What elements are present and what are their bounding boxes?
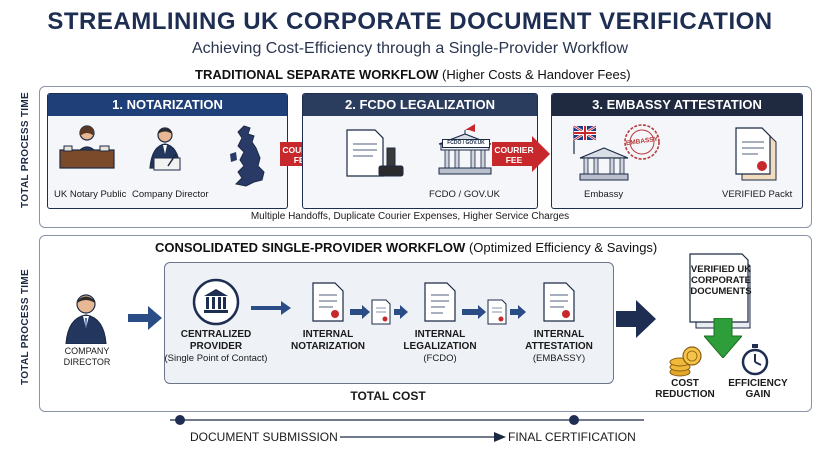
traditional-footer-note: Multiple Handoffs, Duplicate Courier Exp… <box>250 211 570 222</box>
courier-fee-arrow-1-line1: COURIER <box>280 145 324 155</box>
efficiency-gain-line1: EFFICIENCY <box>728 378 788 389</box>
provider-to-notarization-arrow <box>251 301 291 315</box>
cost-reduction-line2: REDUCTION <box>655 389 715 400</box>
consolidated-frame <box>39 235 812 412</box>
internal-notarization-label: INTERNAL NOTARIZATION <box>278 329 378 353</box>
timeline-start-label: DOCUMENT SUBMISSION <box>190 430 338 444</box>
attestation-document-icon <box>543 282 575 322</box>
legalization-to-attestation-arrow <box>462 299 526 325</box>
consolidated-time-label: TOTAL PROCESS TIME <box>20 269 31 385</box>
traditional-heading-title: TRADITIONAL SEPARATE WORKFLOW <box>195 67 439 82</box>
director-signing-icon <box>149 127 181 171</box>
internal-attestation-line2: ATTESTATION <box>525 341 593 352</box>
internal-legalization-note: (FCDO) <box>423 353 457 364</box>
panel-notarization: 1. NOTARIZATION UK Notary Public Company… <box>47 93 288 209</box>
caption-uk-notary: UK Notary Public <box>54 189 127 200</box>
efficiency-gain-label: EFFICIENCY GAIN <box>722 378 794 400</box>
traditional-heading-note: (Higher Costs & Handover Fees) <box>442 67 631 82</box>
internal-legalization-line2: LEGALIZATION <box>403 341 477 352</box>
consolidated-heading: CONSOLIDATED SINGLE-PROVIDER WORKFLOW (O… <box>155 240 657 255</box>
green-down-arrow-icon <box>704 318 742 358</box>
legalization-document-icon <box>424 282 456 322</box>
verified-documents-label: VERIFIED UK CORPORATE DOCUMENTS <box>688 264 754 297</box>
box-to-result-arrow <box>616 300 656 338</box>
traditional-time-label: TOTAL PROCESS TIME <box>20 92 31 208</box>
page-title: STREAMLINING UK CORPORATE DOCUMENT VERIF… <box>47 8 773 35</box>
timeline-arrow <box>340 432 506 442</box>
internal-attestation-line1: INTERNAL <box>533 329 585 340</box>
cost-reduction-line1: COST <box>671 378 699 389</box>
company-director-label-line2: DIRECTOR <box>63 357 111 367</box>
panel-embassy-title: 3. EMBASSY ATTESTATION <box>552 94 802 116</box>
notary-icon <box>59 125 115 169</box>
fcdo-sign: FCDO / GOV.UK <box>442 139 490 148</box>
courier-fee-arrow-2-line1: COURIER <box>494 145 534 155</box>
internal-notarization-line2: NOTARIZATION <box>290 341 366 352</box>
verified-documents-line2: CORPORATE <box>691 275 751 286</box>
company-director-label-line1: COMPANY <box>64 346 110 356</box>
internal-notarization-line1: INTERNAL <box>302 329 354 340</box>
notarization-to-legalization-arrow <box>350 299 408 325</box>
cost-reduction-label: COST REDUCTION <box>650 378 720 400</box>
traditional-frame <box>39 86 812 228</box>
consolidated-heading-title: CONSOLIDATED SINGLE-PROVIDER WORKFLOW <box>155 240 466 255</box>
efficiency-gain-line2: GAIN <box>745 389 771 400</box>
verified-documents-icon <box>689 253 751 329</box>
caption-embassy: Embassy <box>584 189 624 200</box>
courier-fee-arrow-2-shape <box>492 136 550 172</box>
director-to-provider-arrow <box>128 306 162 330</box>
verified-documents-line1: VERIFIED UK <box>690 264 752 275</box>
centralized-provider-label: CENTRALIZED PROVIDER (Single Point of Co… <box>160 329 272 365</box>
verified-documents-line3: DOCUMENTS <box>690 286 752 297</box>
total-cost-label: TOTAL COST <box>350 389 426 403</box>
stopwatch-icon <box>741 344 769 376</box>
notarization-document-icon <box>312 282 344 322</box>
panel-embassy-attestation: 3. EMBASSY ATTESTATION EMBASSY Embassy V… <box>551 93 803 209</box>
internal-legalization-line1: INTERNAL <box>414 329 466 340</box>
caption-fcdo: FCDO / GOV.UK <box>429 189 500 200</box>
internal-legalization-label: INTERNAL LEGALIZATION (FCDO) <box>390 329 490 365</box>
coins-icon <box>669 346 702 377</box>
caption-company-director: Company Director <box>132 189 209 200</box>
traditional-heading: TRADITIONAL SEPARATE WORKFLOW (Higher Co… <box>195 67 631 82</box>
courier-fee-arrow-2-line2: FEE <box>505 155 523 165</box>
timeline-end-label: FINAL CERTIFICATION <box>508 430 636 444</box>
caption-verified-packet: VERIFIED Packt <box>722 189 793 200</box>
uk-map-icon <box>230 125 265 187</box>
company-director-label: COMPANY DIRECTOR <box>52 346 122 368</box>
document-stamp-icon <box>346 129 404 177</box>
government-building-icon <box>438 124 492 175</box>
page-subtitle: Achieving Cost-Efficiency through a Sing… <box>191 40 629 57</box>
consolidated-heading-note: (Optimized Efficiency & Savings) <box>468 240 658 255</box>
centralized-provider-line2: PROVIDER <box>189 341 243 352</box>
centralized-provider-icon <box>192 278 240 326</box>
panel-notarization-title: 1. NOTARIZATION <box>48 94 287 116</box>
verified-packet-icon <box>735 127 777 181</box>
courier-fee-arrow-2: COURIER FEE <box>492 136 550 172</box>
centralized-provider-note: (Single Point of Contact) <box>164 353 268 364</box>
internal-attestation-label: INTERNAL ATTESTATION (EMBASSY) <box>509 329 609 365</box>
centralized-provider-line1: CENTRALIZED <box>180 329 252 340</box>
embassy-building-icon <box>573 124 629 181</box>
embassy-seal-icon <box>624 124 660 160</box>
company-director-icon <box>65 294 107 344</box>
timeline-line <box>170 415 644 425</box>
internal-attestation-note: (EMBASSY) <box>532 353 586 364</box>
panel-fcdo-title: 2. FCDO LEGALIZATION <box>303 94 537 116</box>
